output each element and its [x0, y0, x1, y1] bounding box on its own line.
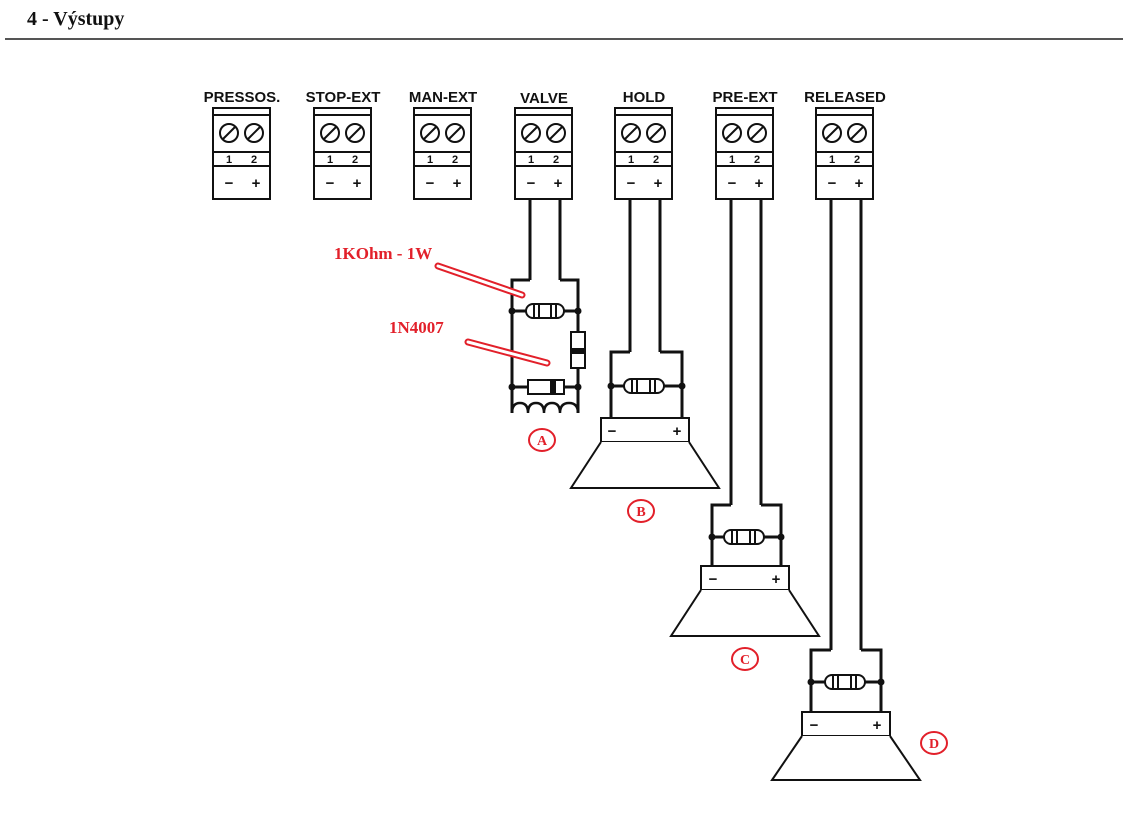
pin-number: 2	[553, 154, 559, 166]
pin-number: 1	[226, 154, 232, 166]
pin-number: 1	[729, 154, 735, 166]
diode-icon	[570, 331, 586, 369]
junction-dots	[807, 678, 885, 686]
page-title: 4 - Výstupy	[27, 8, 125, 30]
junction-dots	[508, 307, 582, 391]
pin-number: 2	[754, 154, 760, 166]
polarity-minus: −	[326, 175, 335, 192]
resistor-annotation: 1KOhm - 1W	[334, 244, 432, 263]
svg-text:C: C	[740, 653, 750, 668]
terminal-block-valve: VALVE 1 2 − +	[514, 90, 573, 200]
speaker-icon	[669, 565, 821, 637]
resistor-icon	[824, 674, 866, 690]
pin-number: 2	[653, 154, 659, 166]
circuit-d-released-speaker	[809, 199, 883, 712]
pin-number: 2	[251, 154, 257, 166]
title-divider	[5, 38, 1123, 40]
load-marker-d: D	[920, 731, 948, 755]
polarity-plus: +	[353, 175, 362, 192]
pin-number: 1	[327, 154, 333, 166]
polarity-minus: −	[225, 175, 234, 192]
terminal-label: VALVE	[520, 90, 568, 107]
polarity-plus: +	[554, 175, 563, 192]
polarity-plus: +	[755, 175, 764, 192]
diode-icon	[527, 379, 565, 395]
speaker-icon	[770, 711, 922, 781]
pin-number: 1	[427, 154, 433, 166]
terminal-label: RELEASED	[804, 89, 886, 106]
terminal-label: PRE-EXT	[712, 89, 777, 106]
polarity-minus: −	[709, 571, 718, 588]
terminal-block-released: RELEASED 1 2 − +	[804, 89, 886, 200]
terminal-label: STOP-EXT	[306, 89, 381, 106]
resistor-icon	[723, 529, 765, 545]
polarity-minus: −	[828, 175, 837, 192]
load-marker-a: A	[528, 428, 556, 452]
polarity-plus: +	[654, 175, 663, 192]
resistor-pointer-arrow	[434, 262, 526, 299]
load-marker-c: C	[731, 647, 759, 671]
resistor-icon	[623, 378, 665, 394]
diode-annotation: 1N4007	[389, 318, 444, 337]
terminal-label: MAN-EXT	[409, 89, 477, 106]
pin-number: 1	[528, 154, 534, 166]
polarity-plus: +	[873, 717, 882, 734]
pin-number: 2	[352, 154, 358, 166]
polarity-minus: −	[728, 175, 737, 192]
speaker-icon	[569, 417, 721, 489]
polarity-plus: +	[252, 175, 261, 192]
pin-number: 1	[628, 154, 634, 166]
polarity-plus: +	[772, 571, 781, 588]
polarity-plus: +	[855, 175, 864, 192]
coil-icon	[510, 401, 580, 414]
load-marker-b: B	[627, 499, 655, 523]
terminal-block-stop-ext: STOP-EXT 1 2 − +	[306, 89, 381, 200]
polarity-minus: −	[527, 175, 536, 192]
junction-dots	[607, 382, 686, 390]
svg-text:D: D	[929, 737, 939, 752]
polarity-minus: −	[810, 717, 819, 734]
terminal-block-pre-ext: PRE-EXT 1 2 − +	[712, 89, 778, 200]
terminal-label: HOLD	[623, 89, 666, 106]
pin-number: 2	[854, 154, 860, 166]
circuit-c-pre-ext-speaker	[710, 199, 783, 566]
pin-number: 1	[829, 154, 835, 166]
terminal-block-man-ext: MAN-EXT 1 2 − +	[409, 89, 477, 200]
polarity-plus: +	[453, 175, 462, 192]
svg-text:B: B	[636, 505, 645, 520]
junction-dots	[708, 533, 785, 541]
resistor-icon	[525, 303, 565, 319]
terminal-block-hold: HOLD 1 2 − +	[614, 89, 673, 200]
svg-text:A: A	[537, 434, 548, 449]
polarity-minus: −	[627, 175, 636, 192]
terminal-label: PRESSOS.	[204, 89, 281, 106]
diode-pointer-arrow	[464, 338, 551, 367]
polarity-minus: −	[608, 423, 617, 440]
polarity-minus: −	[426, 175, 435, 192]
polarity-plus: +	[673, 423, 682, 440]
pin-number: 2	[452, 154, 458, 166]
terminal-block-pressos: PRESSOS. 1 2 − +	[204, 89, 281, 200]
